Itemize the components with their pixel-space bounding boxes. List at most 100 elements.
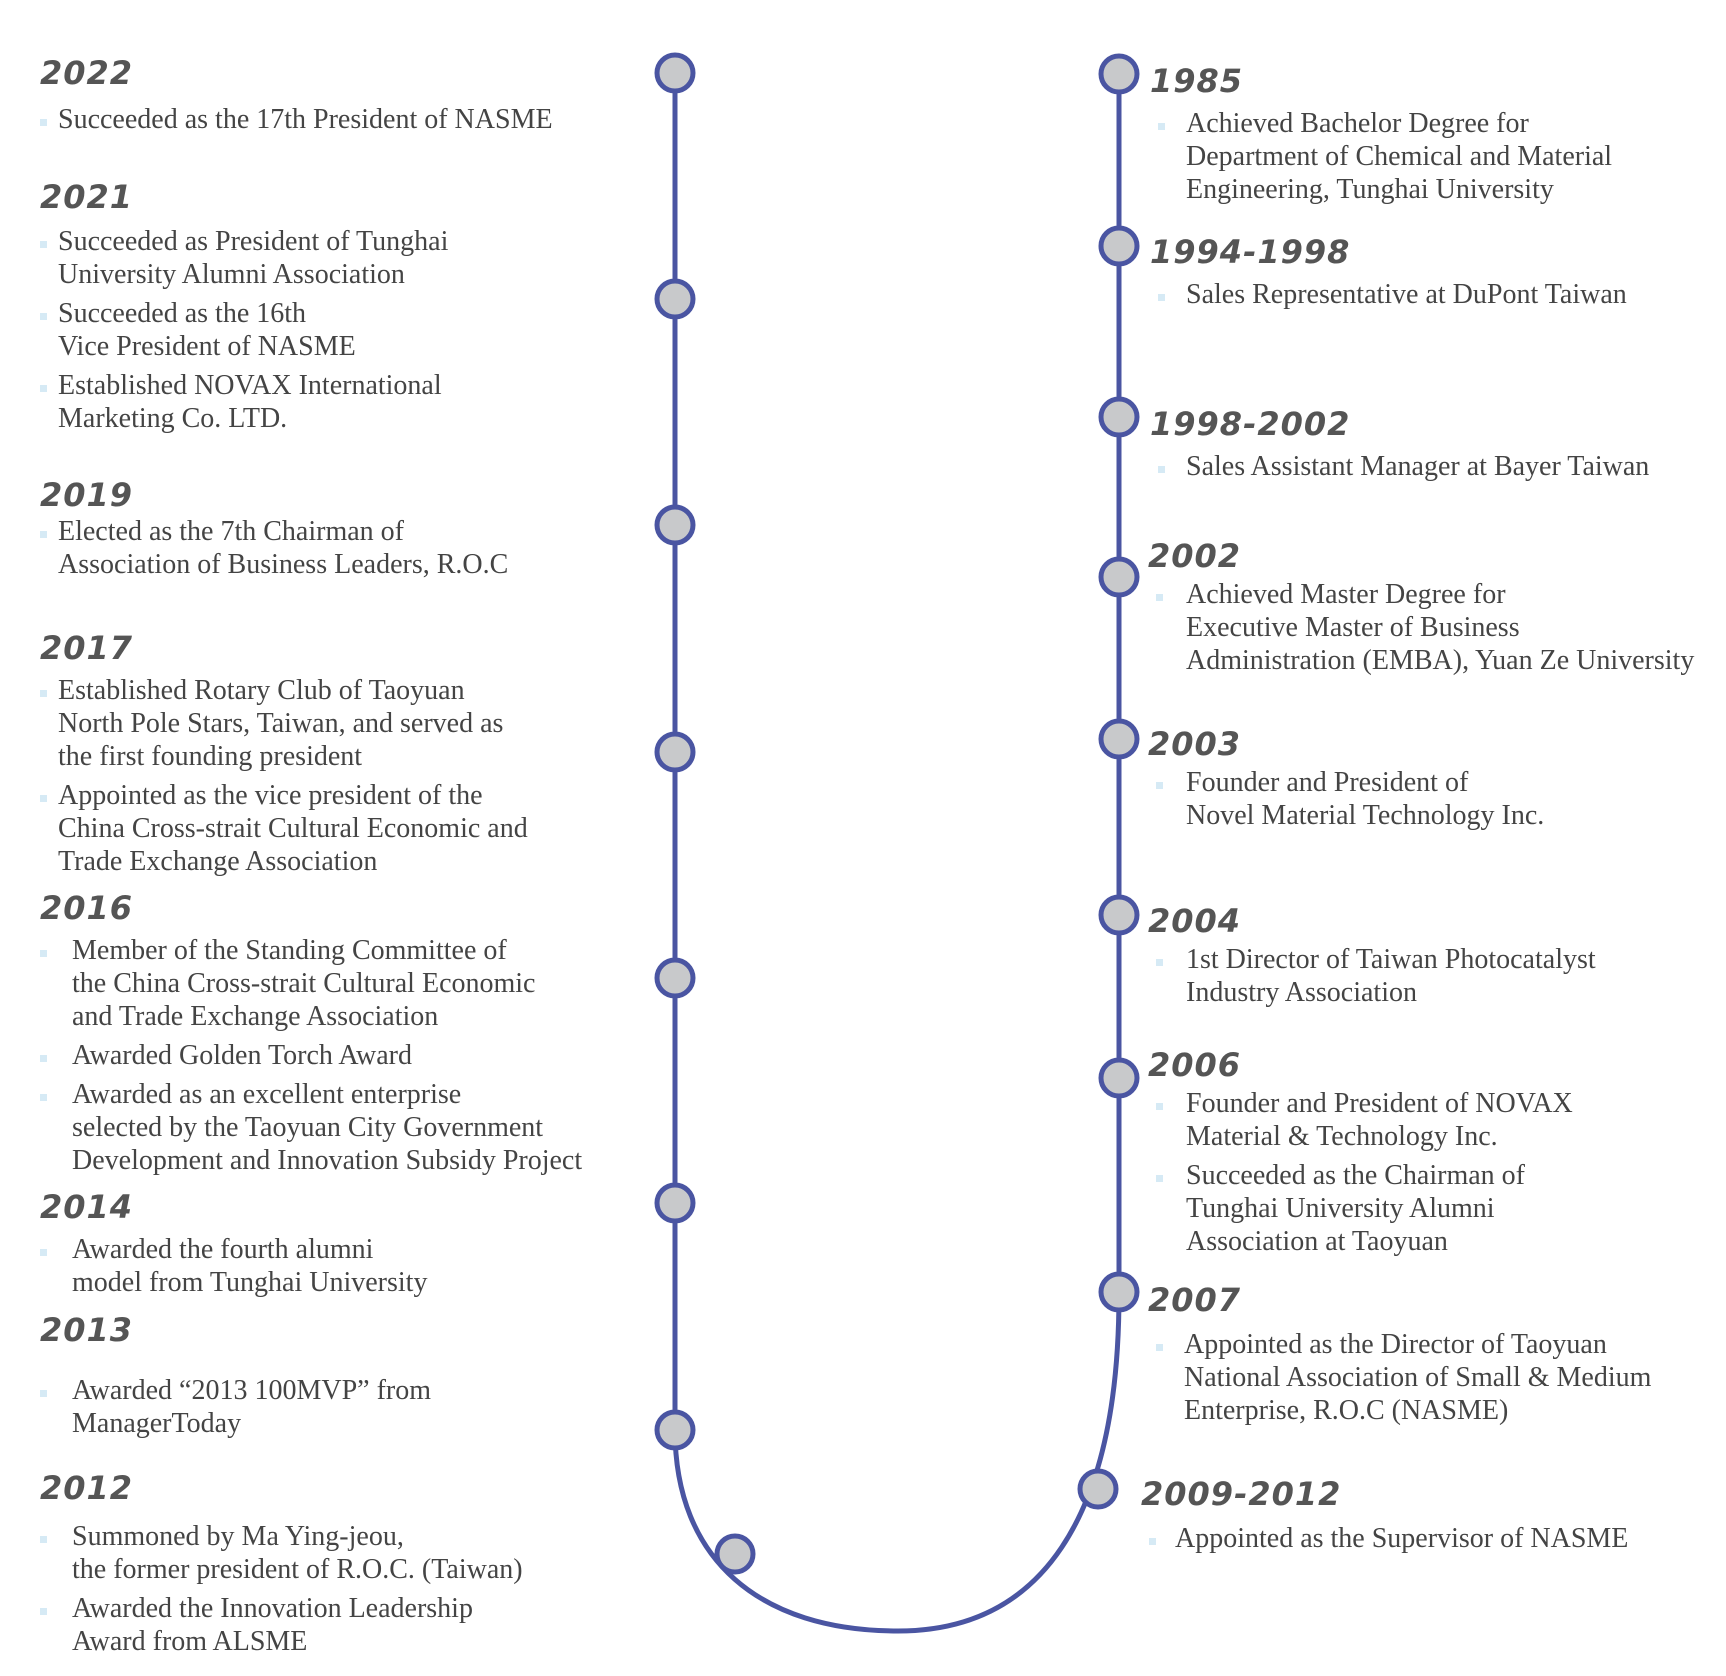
year-label: 1994-1998 xyxy=(1150,233,1351,271)
year-label: 2004 xyxy=(1148,902,1242,940)
milestone-text: Sales Assistant Manager at Bayer Taiwan xyxy=(1186,451,1650,482)
milestone-text: Succeeded as the Chairman of Tunghai Uni… xyxy=(1186,1160,1525,1257)
bullet-icon xyxy=(40,1390,47,1397)
bullet-icon xyxy=(40,1608,47,1615)
year-label: 2003 xyxy=(1148,725,1242,763)
bullet-icon xyxy=(1156,1103,1163,1110)
year-label: 2009-2012 xyxy=(1141,1475,1342,1513)
bullet-icon xyxy=(1149,1538,1156,1545)
milestone-text: Member of the Standing Committee of the … xyxy=(72,935,536,1032)
milestone-text: Achieved Master Degree for Executive Mas… xyxy=(1186,579,1695,676)
year-label: 2021 xyxy=(40,178,134,216)
timeline-dot xyxy=(654,504,696,546)
timeline-dot xyxy=(1098,556,1140,598)
year-label: 2007 xyxy=(1148,1281,1242,1319)
year-label: 1998-2002 xyxy=(1150,405,1351,443)
timeline-line xyxy=(672,73,1122,1634)
bullet-icon xyxy=(1156,594,1163,601)
milestone-text: Succeeded as President of Tunghai Univer… xyxy=(58,226,449,290)
milestone-item: Awarded the Innovation Leadership Award … xyxy=(40,1592,523,1658)
bullet-icon xyxy=(40,1094,47,1101)
year-label: 2002 xyxy=(1148,537,1242,575)
milestone-item: Achieved Master Degree for Executive Mas… xyxy=(1148,578,1694,677)
milestone-text: Achieved Bachelor Degree for Department … xyxy=(1186,108,1613,205)
timeline-dot xyxy=(1098,718,1140,760)
timeline-dot xyxy=(1098,225,1140,267)
bullet-icon xyxy=(1158,294,1165,301)
bullet-icon xyxy=(40,241,47,248)
milestone-item: Member of the Standing Committee of the … xyxy=(40,934,582,1033)
milestone-text: Elected as the 7th Chairman of Associati… xyxy=(58,516,509,580)
milestone-item: Appointed as the Director of Taoyuan Nat… xyxy=(1148,1328,1651,1427)
milestone-text: Sales Representative at DuPont Taiwan xyxy=(1186,279,1627,310)
year-label: 2006 xyxy=(1148,1046,1242,1084)
milestone-item: Awarded as an excellent enterprise selec… xyxy=(40,1078,582,1177)
milestone-text: Founder and President of Novel Material … xyxy=(1186,767,1545,831)
milestone-item: Awarded Golden Torch Award xyxy=(40,1039,582,1072)
milestone-item: Succeeded as President of Tunghai Univer… xyxy=(40,225,448,291)
milestone-text: Awarded the Innovation Leadership Award … xyxy=(72,1593,473,1657)
bullet-icon xyxy=(40,531,47,538)
bullet-icon xyxy=(40,1536,47,1543)
milestone-text: Awarded as an excellent enterprise selec… xyxy=(72,1079,583,1176)
milestone-item: Succeeded as the Chairman of Tunghai Uni… xyxy=(1148,1159,1573,1258)
timeline-dot xyxy=(1098,53,1140,95)
bullet-icon xyxy=(1156,1175,1163,1182)
milestone-item: Established Rotary Club of Taoyuan North… xyxy=(40,674,528,773)
timeline-dot xyxy=(654,731,696,773)
milestone-item: Elected as the 7th Chairman of Associati… xyxy=(40,515,508,581)
timeline-dot xyxy=(1098,396,1140,438)
year-label: 2013 xyxy=(40,1311,134,1349)
milestone-text: Appointed as the Supervisor of NASME xyxy=(1175,1523,1629,1554)
bullet-icon xyxy=(40,795,47,802)
bullet-icon xyxy=(40,1055,47,1062)
milestone-text: Succeeded as the 16th Vice President of … xyxy=(58,298,356,362)
milestone-text: Summoned by Ma Ying-jeou, the former pre… xyxy=(72,1521,523,1585)
milestone-text: Appointed as the Director of Taoyuan Nat… xyxy=(1184,1329,1652,1426)
bullet-icon xyxy=(1158,123,1165,130)
milestone-text: Founder and President of NOVAX Material … xyxy=(1186,1088,1573,1152)
milestone-item: Awarded the fourth alumni model from Tun… xyxy=(40,1233,427,1299)
timeline-dot xyxy=(1098,1057,1140,1099)
milestone-item: Founder and President of Novel Material … xyxy=(1148,766,1544,832)
milestone-item: Founder and President of NOVAX Material … xyxy=(1148,1087,1573,1153)
milestone-item: Appointed as the vice president of the C… xyxy=(40,779,528,878)
year-label: 2019 xyxy=(40,476,134,514)
year-label: 2016 xyxy=(40,889,134,927)
milestone-item: Summoned by Ma Ying-jeou, the former pre… xyxy=(40,1520,523,1586)
milestone-item: Awarded “2013 100MVP” from ManagerToday xyxy=(40,1374,431,1440)
timeline-dot xyxy=(654,957,696,999)
milestone-item: Succeeded as the 16th Vice President of … xyxy=(40,297,448,363)
year-label: 1985 xyxy=(1150,62,1244,100)
timeline-dot xyxy=(654,52,696,94)
year-label: 2014 xyxy=(40,1188,134,1226)
timeline-dot xyxy=(654,278,696,320)
milestone-item: Sales Assistant Manager at Bayer Taiwan xyxy=(1150,450,1649,483)
year-label: 2012 xyxy=(40,1469,134,1507)
bullet-icon xyxy=(40,385,47,392)
bullet-icon xyxy=(40,313,47,320)
milestone-text: Established NOVAX International Marketin… xyxy=(58,370,442,434)
bullet-icon xyxy=(40,1249,47,1256)
milestone-text: Appointed as the vice president of the C… xyxy=(58,780,528,877)
year-label: 2022 xyxy=(40,54,134,92)
timeline-dot xyxy=(714,1533,756,1575)
bullet-icon xyxy=(1156,782,1163,789)
milestone-item: Appointed as the Supervisor of NASME xyxy=(1141,1522,1628,1555)
milestone-text: Established Rotary Club of Taoyuan North… xyxy=(58,675,504,772)
bullet-icon xyxy=(1156,959,1163,966)
